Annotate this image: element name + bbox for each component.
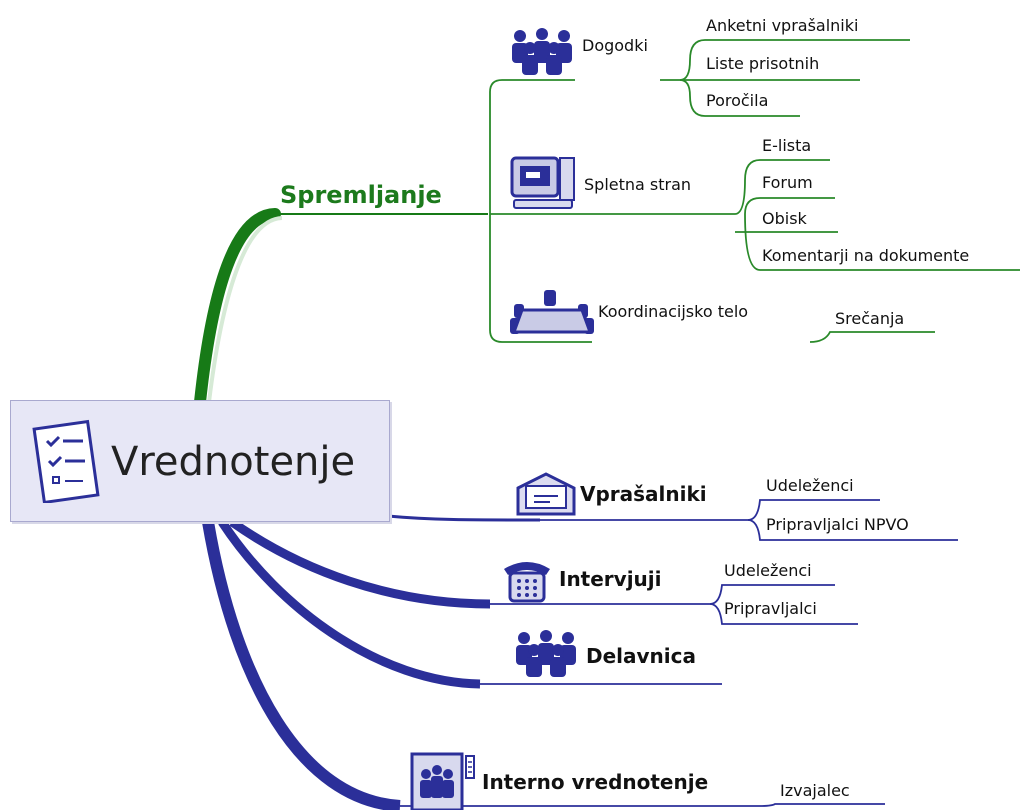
telephone-icon [504,562,550,603]
computer-icon [510,156,575,209]
leaf-udelezenci-2[interactable]: Udeleženci [724,561,812,580]
leaf-forum[interactable]: Forum [762,173,813,192]
branch-delavnica [218,519,481,689]
branch-spremljanje-shadow [207,216,283,403]
node-vprasalniki[interactable]: Vprašalniki [580,482,707,506]
branch-spremljanje [194,208,281,408]
node-koordinacijsko[interactable]: Koordinacijsko telo [598,302,749,321]
envelope-icon [516,472,576,516]
leaf-izvajalec[interactable]: Izvajalec [780,781,850,800]
leaf-komentarji[interactable]: Komentarji na dokumente [762,246,970,265]
people-group-icon [516,630,576,677]
branch-interno [202,520,401,810]
node-spletna-stran[interactable]: Spletna stran [584,175,692,194]
node-delavnica[interactable]: Delavnica [586,644,696,668]
branch-vprasalniki [387,514,541,522]
central-node[interactable]: Vrednotenje [10,400,390,522]
leaf-srecanja[interactable]: Srečanja [835,309,905,328]
central-title: Vrednotenje [111,439,356,485]
leaf-porocila[interactable]: Poročila [706,91,769,110]
leaf-udelezenci-1[interactable]: Udeleženci [766,476,854,495]
leaf-pripravljalci-npvo[interactable]: Pripravljalci NPVO [766,515,909,534]
people-group-icon [512,28,572,75]
checklist-icon [32,419,100,503]
branch-intervjuji [229,518,491,609]
meeting-table-icon [510,290,594,334]
node-dogodki[interactable]: Dogodki [582,36,648,55]
leaf-pripravljalci[interactable]: Pripravljalci [724,599,817,618]
branch-label-spremljanje[interactable]: Spremljanje [280,181,442,209]
node-interno[interactable]: Interno vrednotenje [482,770,709,794]
leaf-e-lista[interactable]: E-lista [762,136,812,155]
leaf-liste[interactable]: Liste prisotnih [706,54,820,73]
leaf-obisk[interactable]: Obisk [762,209,807,228]
node-intervjuji[interactable]: Intervjuji [559,567,662,591]
team-board-icon [410,752,475,810]
leaf-anketni[interactable]: Anketni vprašalniki [706,16,859,35]
